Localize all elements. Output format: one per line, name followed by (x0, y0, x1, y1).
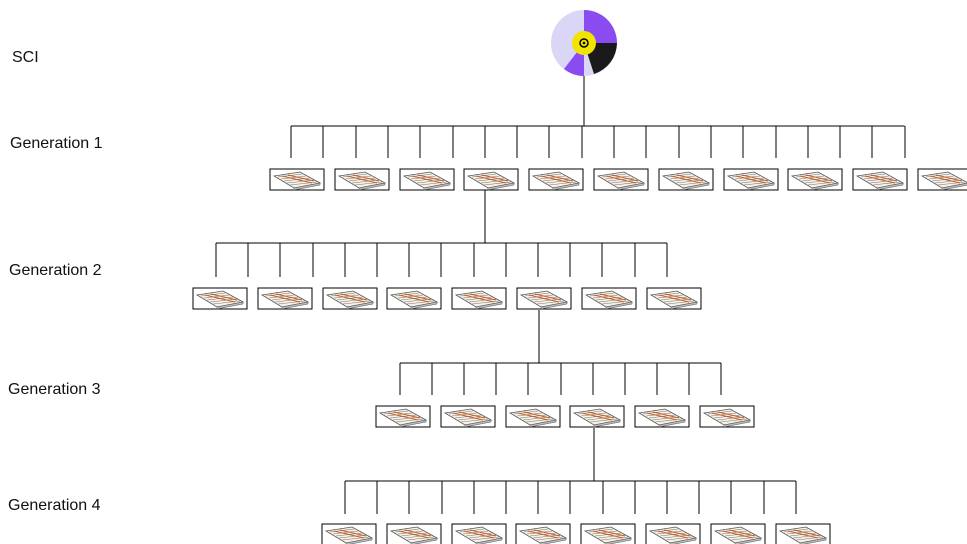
sci-disc-icon (551, 10, 617, 76)
generation-2-node-board-icon[interactable] (516, 287, 572, 310)
generation-1-node-board-icon[interactable] (399, 168, 455, 191)
generation-2-label: Generation 2 (9, 262, 102, 279)
generation-3-node-board-icon[interactable] (375, 405, 431, 428)
generation-1-node-board-icon[interactable] (917, 168, 967, 191)
generation-3-node-board-icon[interactable] (634, 405, 690, 428)
generation-4-node-board-icon[interactable] (710, 523, 766, 544)
generation-2-node-board-icon[interactable] (646, 287, 702, 310)
generation-2-node-board-icon[interactable] (386, 287, 442, 310)
generation-1-label: Generation 1 (10, 135, 103, 152)
generation-1-node-board-icon[interactable] (269, 168, 325, 191)
generation-4-node-board-icon[interactable] (451, 523, 507, 544)
generation-2-node-board-icon[interactable] (581, 287, 637, 310)
generation-3-node-board-icon[interactable] (699, 405, 755, 428)
generation-2-node-board-icon[interactable] (257, 287, 313, 310)
generation-1-node-board-icon[interactable] (528, 168, 584, 191)
generation-2-node-board-icon[interactable] (192, 287, 248, 310)
generation-2-node-board-icon[interactable] (322, 287, 378, 310)
generation-3-label: Generation 3 (8, 381, 101, 398)
generation-4-node-board-icon[interactable] (386, 523, 442, 544)
generation-2-node-board-icon[interactable] (451, 287, 507, 310)
generation-1-node-board-icon[interactable] (463, 168, 519, 191)
generation-3-node-board-icon[interactable] (569, 405, 625, 428)
generation-1-node-board-icon[interactable] (787, 168, 843, 191)
generation-4-node-board-icon[interactable] (580, 523, 636, 544)
generation-3-node-board-icon[interactable] (505, 405, 561, 428)
generation-4-node-board-icon[interactable] (645, 523, 701, 544)
generation-4-node-board-icon[interactable] (775, 523, 831, 544)
generation-4-label: Generation 4 (8, 497, 101, 514)
generation-1-node-board-icon[interactable] (852, 168, 908, 191)
generation-4-node-board-icon[interactable] (321, 523, 377, 544)
generation-1-node-board-icon[interactable] (593, 168, 649, 191)
root-label: SCI (12, 49, 39, 66)
generation-4-node-board-icon[interactable] (515, 523, 571, 544)
generation-1-node-board-icon[interactable] (723, 168, 779, 191)
generation-3-node-board-icon[interactable] (440, 405, 496, 428)
generation-1-node-board-icon[interactable] (334, 168, 390, 191)
generation-1-node-board-icon[interactable] (658, 168, 714, 191)
